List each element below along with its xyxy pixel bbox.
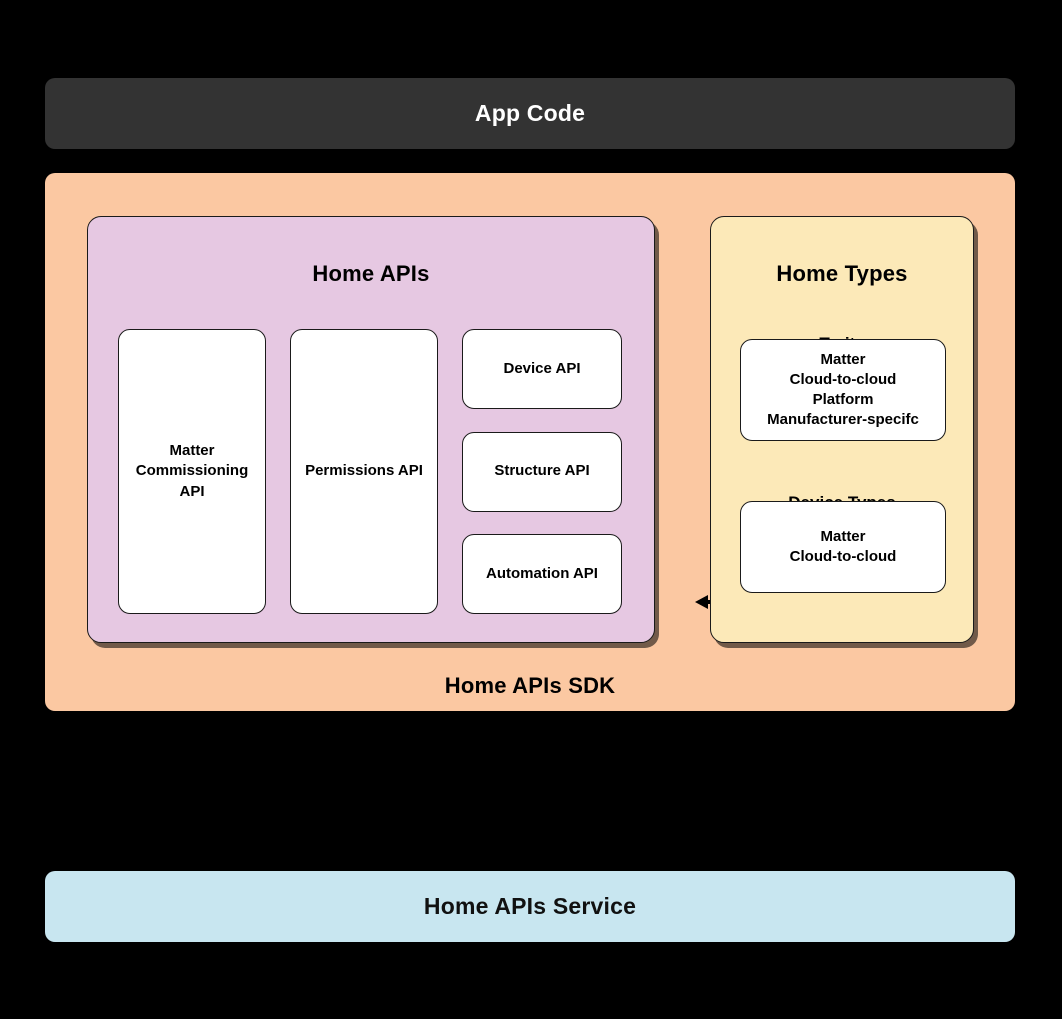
traits-card: Matter Cloud-to-cloud Platform Manufactu… bbox=[740, 339, 946, 441]
structure-api-card: Structure API bbox=[462, 431, 622, 512]
home-types-title: Home Types bbox=[776, 261, 908, 286]
home-apis-title: Home APIs bbox=[312, 261, 430, 286]
app-code-block: App Code bbox=[45, 78, 1015, 149]
home-apis-sdk-container: Home APIs Matter Commissioning API Permi… bbox=[45, 173, 1015, 711]
home-apis-panel: Home APIs Matter Commissioning API Permi… bbox=[87, 216, 655, 643]
home-types-panel: Home Types Traits Matter Cloud-to-cloud … bbox=[710, 216, 974, 643]
automation-api-card: Automation API bbox=[462, 534, 622, 614]
home-apis-card-group: Matter Commissioning API Permissions API… bbox=[118, 329, 626, 614]
api-card-stack: Device API Structure API Automation API bbox=[462, 329, 622, 614]
device-api-card: Device API bbox=[462, 329, 622, 409]
matter-commissioning-api-card: Matter Commissioning API bbox=[118, 329, 266, 614]
app-code-label: App Code bbox=[474, 100, 586, 126]
home-apis-service-label: Home APIs Service bbox=[423, 893, 637, 919]
home-apis-service-block: Home APIs Service bbox=[45, 871, 1015, 942]
device-types-card: Matter Cloud-to-cloud bbox=[740, 501, 946, 593]
permissions-api-card: Permissions API bbox=[290, 329, 438, 614]
home-apis-sdk-caption: Home APIs SDK bbox=[444, 673, 616, 698]
